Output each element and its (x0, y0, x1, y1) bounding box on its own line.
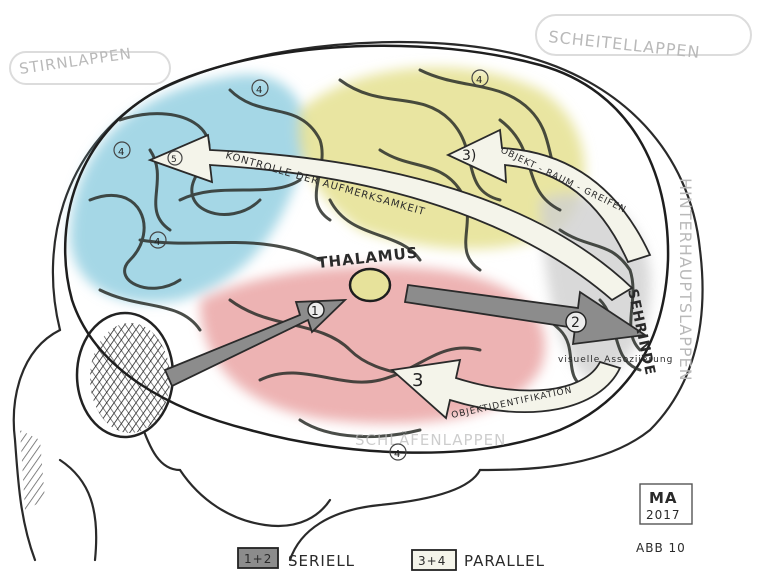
signature-initials: MA (649, 489, 678, 507)
figure-number: ABB 10 (636, 541, 686, 555)
number-4-temporal: 4 (394, 449, 400, 460)
number-3: 3 (412, 370, 423, 391)
legend-serial-key: 1+2 (244, 552, 272, 566)
label-visual-association: visuelle Assoziierung (558, 355, 673, 365)
legend: 1+2 SERIELL 3+4 PARALLEL (238, 548, 545, 570)
signature: MA 2017 ABB 10 (636, 484, 692, 555)
thalamus-shape (350, 269, 390, 301)
number-2: 2 (571, 315, 580, 331)
label-frontal-lobe: STIRNLAPPEN (18, 44, 133, 78)
number-4-parietal: 4 (476, 75, 482, 86)
number-4-mid: 4 (154, 237, 160, 248)
nose-hatch (20, 430, 45, 510)
number-4-front: 4 (118, 147, 124, 158)
legend-serial-label: SERIELL (288, 552, 355, 570)
signature-year: 2017 (646, 508, 681, 522)
label-temporal-lobe: SCHLÄFENLAPPEN (355, 430, 506, 449)
legend-parallel-key: 3+4 (418, 554, 446, 568)
number-5: 5 (171, 155, 177, 165)
number-1: 1 (311, 304, 319, 318)
number-4-frontal: 4 (256, 85, 262, 96)
legend-parallel-label: PARALLEL (464, 552, 545, 570)
number-3-parietal: 3) (462, 148, 476, 164)
eye-socket (77, 313, 173, 437)
label-parietal-lobe: SCHEITELLAPPEN (548, 27, 702, 62)
label-occipital-lobe: HINTERHAUPTSLAPPEN (676, 178, 695, 382)
